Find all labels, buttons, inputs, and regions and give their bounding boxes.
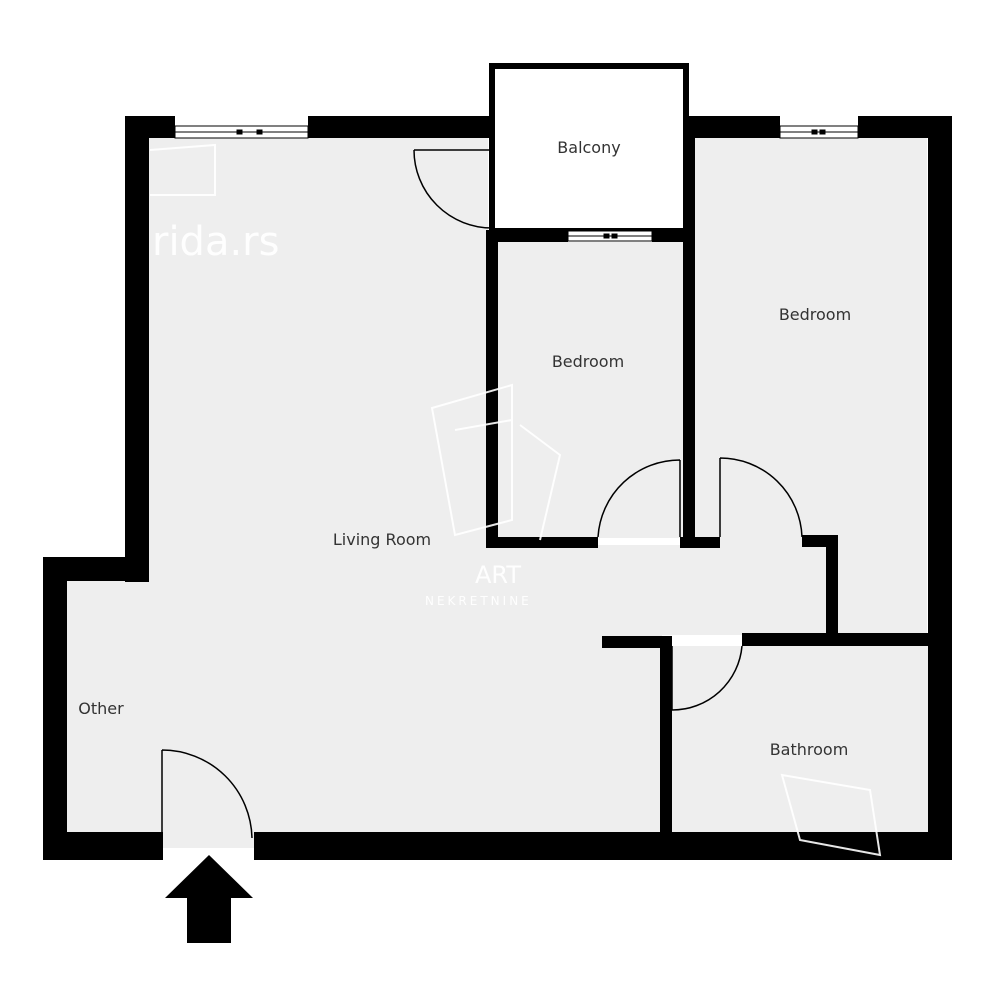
wall-left-upper [125, 116, 149, 582]
wall-bathroom-left [660, 636, 672, 846]
entry-arrow-icon [165, 855, 253, 943]
wall-bedroom1-top-a [486, 230, 568, 242]
floor-bedroom-2 [695, 138, 927, 634]
floor-fills [66, 138, 928, 848]
watermark-corner-icon-2 [149, 143, 216, 196]
watermarks [149, 143, 882, 857]
wall-bottom-right [254, 832, 952, 860]
watermark-text-3: NEKRETNINE [425, 594, 532, 608]
window-bedroom2 [779, 125, 859, 139]
room-label-bathroom: Bathroom [770, 740, 849, 759]
wall-bottom-left [43, 832, 163, 860]
room-label-living-room: Living Room [333, 530, 431, 549]
wall-bedroom1-bottom [486, 537, 598, 548]
door-entry [161, 749, 253, 839]
window-living [174, 125, 309, 139]
wall-bedroom1-right [683, 138, 695, 538]
door-bathroom [671, 645, 743, 711]
windows [174, 125, 859, 242]
room-label-other: Other [78, 699, 124, 718]
walls [43, 116, 952, 860]
watermark-house-icon [430, 383, 562, 541]
room-label-bedroom-2: Bedroom [779, 305, 851, 324]
wall-top-right-a [686, 116, 780, 138]
floor-bathroom [672, 646, 928, 832]
window-bedroom1 [567, 230, 653, 242]
wall-bedroom2-notch-b [826, 535, 838, 635]
watermark-text-2: ART [475, 561, 521, 589]
wall-top-mid [308, 116, 494, 138]
wall-left-lower [43, 557, 67, 860]
watermark-corner-icon [780, 773, 882, 857]
door-bedroom1 [597, 459, 681, 538]
floor-entry [162, 832, 254, 848]
wall-bedroom1-top-b [652, 230, 686, 242]
door-bedroom2 [719, 457, 803, 538]
room-label-balcony: Balcony [557, 138, 620, 157]
wall-bathroom-stub [602, 636, 672, 648]
doors [161, 149, 803, 839]
wall-bedroom1-left [486, 230, 498, 548]
floor-bedroom-1 [497, 242, 683, 538]
wall-divider-short [680, 537, 720, 548]
watermark-text-1: rida.rs [152, 219, 279, 265]
door-balcony [413, 149, 493, 229]
floor-living-upper [148, 138, 488, 568]
room-label-bedroom-1: Bedroom [552, 352, 624, 371]
wall-right [928, 116, 952, 860]
wall-bathroom-top [742, 633, 928, 646]
